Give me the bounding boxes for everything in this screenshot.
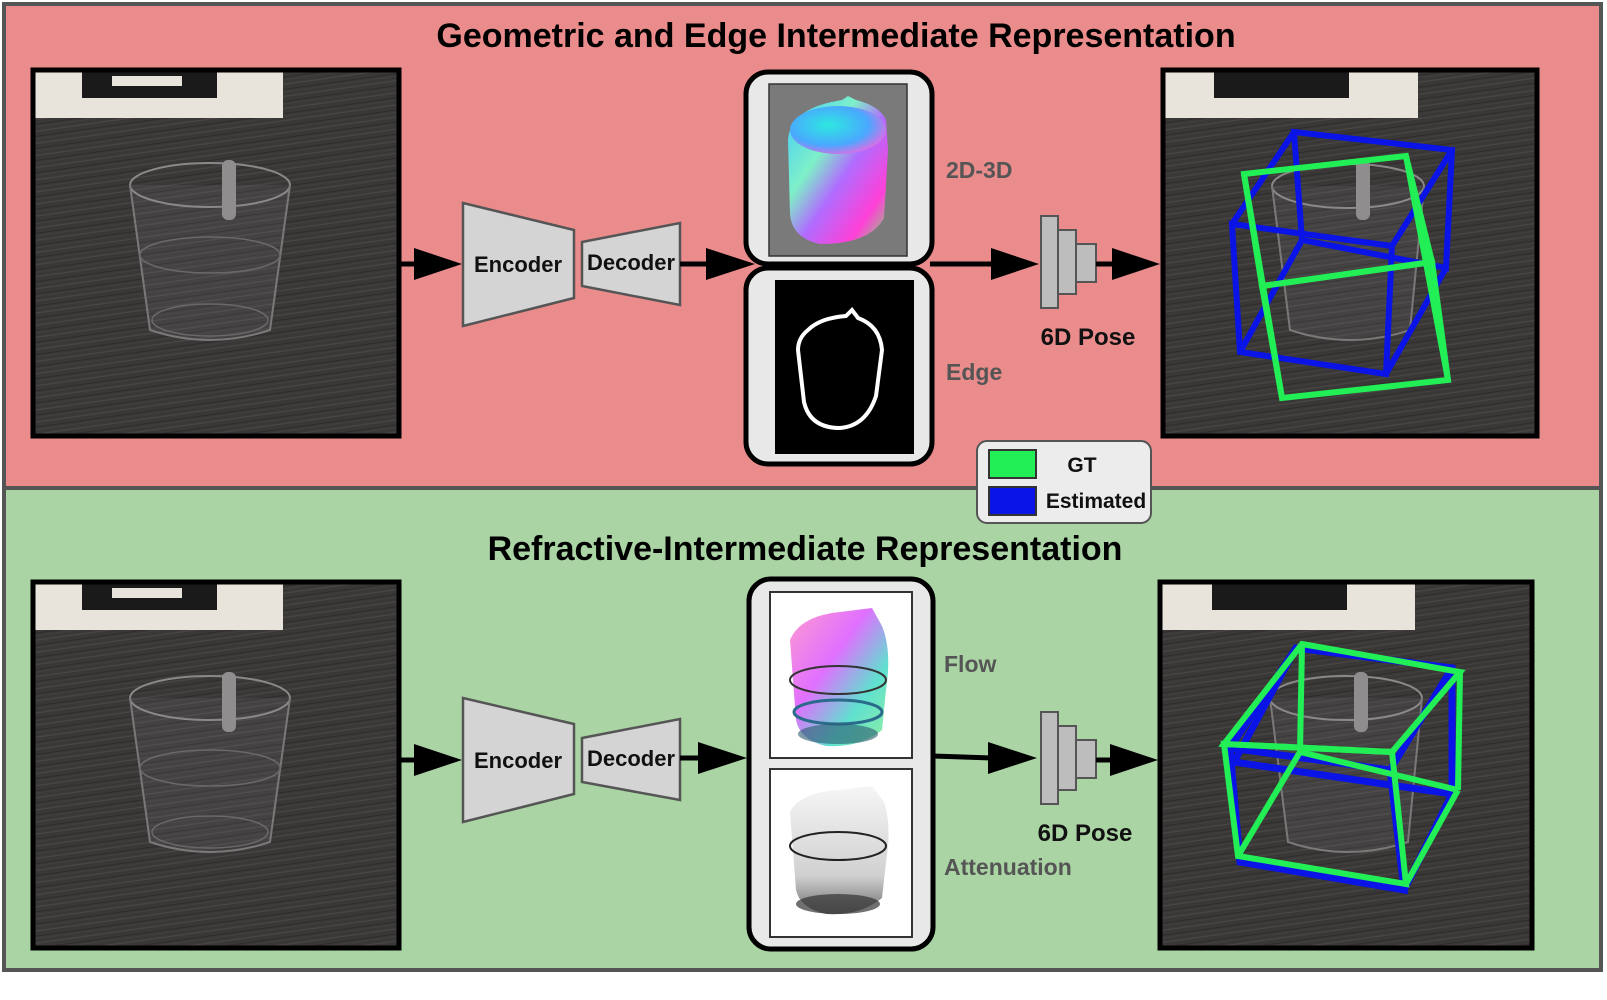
- edge-map-image: [775, 280, 914, 454]
- arrow-icon: [680, 742, 747, 774]
- bottom-output-image: [1160, 582, 1532, 948]
- top-rep-label-1: 2D-3D: [946, 157, 1012, 183]
- flow-map-image: [769, 591, 913, 759]
- top-input-image: [33, 70, 399, 436]
- top-decoder-block: [580, 221, 682, 307]
- bottom-rep-label-2: Attenuation: [944, 854, 1072, 880]
- top-encoder-label: Encoder: [474, 252, 562, 277]
- arrow-icon: [400, 744, 462, 776]
- arrow-icon: [680, 248, 755, 280]
- legend: GT Estimated: [976, 440, 1152, 524]
- gt-bounding-box: [1218, 640, 1466, 888]
- top-encoder-block: [461, 201, 576, 328]
- arrow-icon: [1096, 248, 1160, 280]
- top-rep-label-2: Edge: [946, 359, 1002, 385]
- bottom-pose-label: 6D Pose: [1038, 820, 1133, 847]
- bottom-decoder-label: Decoder: [587, 746, 675, 771]
- legend-swatch-estimated: [988, 486, 1037, 516]
- legend-label-gt: GT: [1067, 454, 1096, 477]
- bottom-encoder-block: [461, 696, 576, 824]
- bottom-encoder-label: Encoder: [474, 748, 562, 773]
- gt-bounding-box: [1240, 152, 1452, 402]
- attenuation-map-image: [769, 768, 913, 938]
- bottom-decoder-block: [580, 717, 682, 802]
- arrow-icon: [400, 248, 462, 280]
- bottom-panel-title: Refractive-Intermediate Representation: [488, 530, 1123, 568]
- arrow-icon: [930, 248, 1039, 280]
- legend-swatch-gt: [988, 449, 1037, 479]
- normal-map-image: [768, 83, 908, 257]
- top-panel-title: Geometric and Edge Intermediate Represen…: [436, 17, 1235, 55]
- top-decoder-label: Decoder: [587, 250, 675, 275]
- arrow-icon: [1096, 744, 1158, 776]
- bottom-rep-label-1: Flow: [944, 651, 996, 677]
- bottom-input-image: [33, 582, 399, 948]
- arrow-icon: [932, 742, 1037, 774]
- top-pose-label: 6D Pose: [1041, 324, 1136, 351]
- pose-regressor-icon: [1040, 215, 1097, 309]
- legend-label-estimated: Estimated: [1046, 490, 1146, 513]
- top-output-image: [1163, 70, 1537, 436]
- pose-regressor-icon: [1040, 711, 1097, 805]
